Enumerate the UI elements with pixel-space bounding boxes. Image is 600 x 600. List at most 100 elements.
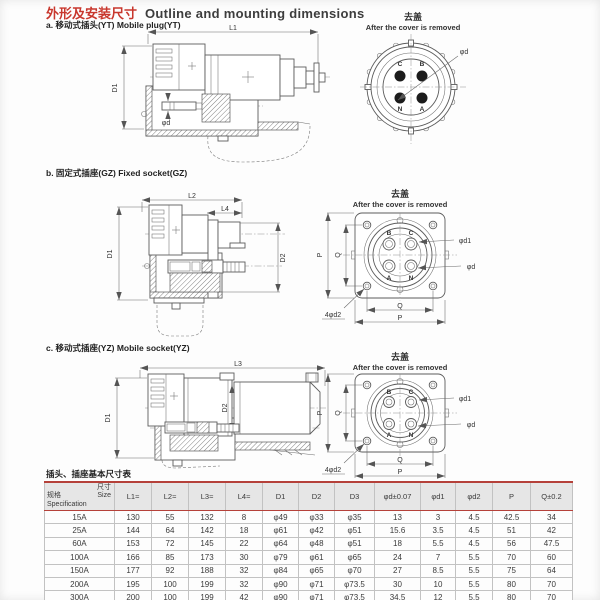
value-cell: 80 [492, 590, 531, 600]
value-cell: φ65 [334, 550, 375, 565]
spec-cell: 25A [44, 523, 115, 538]
value-cell: 18 [225, 523, 263, 538]
pin-label-c-tr: C [409, 389, 414, 396]
dim-label-p-left-c: P [317, 410, 324, 415]
value-cell: φ51 [334, 523, 375, 538]
col-header: φd±0.07 [374, 481, 421, 511]
value-cell: 144 [114, 523, 152, 538]
pin-label-a-tr: B [420, 61, 425, 68]
value-cell: 60 [530, 550, 573, 565]
value-cell: 30 [225, 550, 263, 565]
value-cell: φ79 [262, 550, 299, 565]
value-cell: 80 [492, 576, 531, 592]
value-cell: 5.5 [455, 563, 493, 578]
dim-label-4phid2-c: 4φd2 [325, 467, 341, 474]
dim-label-phid-c: φd [467, 422, 476, 429]
value-cell: φ84 [262, 563, 299, 578]
pin-label-b-br: N [409, 275, 414, 282]
dim-label-q-left-b: Q [335, 252, 342, 258]
value-cell: 177 [114, 563, 152, 578]
section-c-label: c. 移动式插座(YZ) Mobile socket(YZ) [46, 343, 190, 353]
value-cell: 130 [114, 509, 152, 525]
value-cell: 42.5 [492, 509, 531, 525]
value-cell: φ90 [262, 576, 299, 592]
pin-label-c-br: N [409, 432, 414, 439]
side-view-b-drawing: L2 L4 D1 D2 [107, 193, 287, 337]
col-header: L1≈ [114, 481, 152, 511]
dim-label-q-left-c: Q [335, 410, 342, 416]
value-cell: 10 [420, 576, 456, 592]
spec-cell: 60A [44, 536, 115, 552]
section-a-label: a. 移动式插头(YT) Mobile plug(YT) [46, 20, 181, 30]
value-cell: φ73.5 [334, 590, 375, 600]
col-header: D3 [334, 481, 375, 511]
dim-label-d2-c: D2 [222, 403, 229, 412]
dim-label-p-left-b: P [317, 252, 324, 257]
value-cell: φ42 [298, 523, 335, 538]
value-cell: 34 [530, 509, 573, 525]
value-cell: φ71 [298, 590, 335, 600]
dim-label-p-bottom-b: P [398, 315, 403, 322]
table-row: 15A 130 55 132 8 φ49 φ33 φ35 13 3 4.5 42… [44, 509, 573, 525]
value-cell: 5.5 [455, 590, 493, 600]
value-cell: φ65 [298, 563, 335, 578]
page-title-en: Outline and mounting dimensions [145, 6, 365, 21]
value-cell: 132 [188, 509, 226, 525]
dimension-table: 尺寸 Size 规格 Specification L1≈ L2≈ L3≈ L4≈… [44, 481, 573, 600]
col-header: Q±0.2 [530, 481, 573, 511]
value-cell: 85 [151, 550, 189, 565]
value-cell: 3 [420, 509, 456, 525]
dim-label-l3: L3 [234, 361, 242, 368]
spec-cell: 15A [44, 509, 115, 525]
col-header: L3≈ [188, 481, 226, 511]
value-cell: 199 [188, 576, 226, 592]
value-cell: 166 [114, 550, 152, 565]
section-b-label: b. 固定式插座(GZ) Fixed socket(GZ) [46, 168, 188, 178]
side-view-c-drawing: L3 D1 D2 [105, 361, 326, 469]
col-header: φd2 [455, 481, 493, 511]
cover-note-en-a: After the cover is removed [366, 23, 461, 32]
col-header: L4≈ [225, 481, 263, 511]
value-cell: 32 [225, 563, 263, 578]
value-cell: 100 [151, 576, 189, 592]
value-cell: φ73.5 [334, 576, 375, 592]
value-cell: 12 [420, 590, 456, 600]
pin-label-b-tr: C [409, 230, 414, 237]
face-view-b-drawing: 去盖 After the cover is removed B C A N [317, 188, 475, 325]
side-view-a-drawing: L1 D1 φd [112, 25, 330, 163]
value-cell: 64 [151, 523, 189, 538]
table-row: 300A 200 100 199 42 φ90 φ71 φ73.5 34.5 1… [44, 590, 573, 600]
value-cell: 64 [530, 563, 573, 578]
dim-label-d1-b: D1 [107, 249, 114, 258]
page-title: 外形及安装尺寸 Outline and mounting dimensions [46, 3, 364, 22]
pin-label-a-bl: N [398, 106, 403, 113]
socket-face-c: B C A N [343, 373, 457, 456]
value-cell: 4.5 [455, 523, 493, 538]
value-cell: 30 [374, 576, 421, 592]
value-cell: 195 [114, 576, 152, 592]
dim-label-q-bottom-c: Q [397, 457, 403, 464]
value-cell: φ70 [334, 563, 375, 578]
col-header: L2≈ [151, 481, 189, 511]
value-cell: 24 [374, 550, 421, 565]
dim-label-l2: L2 [188, 193, 196, 200]
pin-label-b-bl: A [387, 275, 392, 282]
value-cell: 3.5 [420, 523, 456, 538]
dim-label-4phid2-b: 4φd2 [325, 312, 341, 319]
cover-note-zh-c: 去盖 [391, 351, 409, 362]
value-cell: 4.5 [455, 536, 493, 552]
value-cell: 75 [492, 563, 531, 578]
page-title-zh: 外形及安装尺寸 [46, 6, 138, 21]
spec-cell: 100A [44, 550, 115, 565]
value-cell: 51 [492, 523, 531, 538]
dim-label-l4: L4 [221, 206, 229, 213]
value-cell: 27 [374, 563, 421, 578]
value-cell: 173 [188, 550, 226, 565]
col-header: P [492, 481, 531, 511]
value-cell: φ61 [262, 523, 299, 538]
value-cell: φ33 [298, 509, 335, 525]
corner-size-zh: 尺寸 [97, 484, 111, 491]
table-row: 200A 195 100 199 32 φ90 φ71 φ73.5 30 10 … [44, 576, 573, 592]
dim-label-phid1-b: φd1 [459, 238, 471, 245]
value-cell: 32 [225, 576, 263, 592]
